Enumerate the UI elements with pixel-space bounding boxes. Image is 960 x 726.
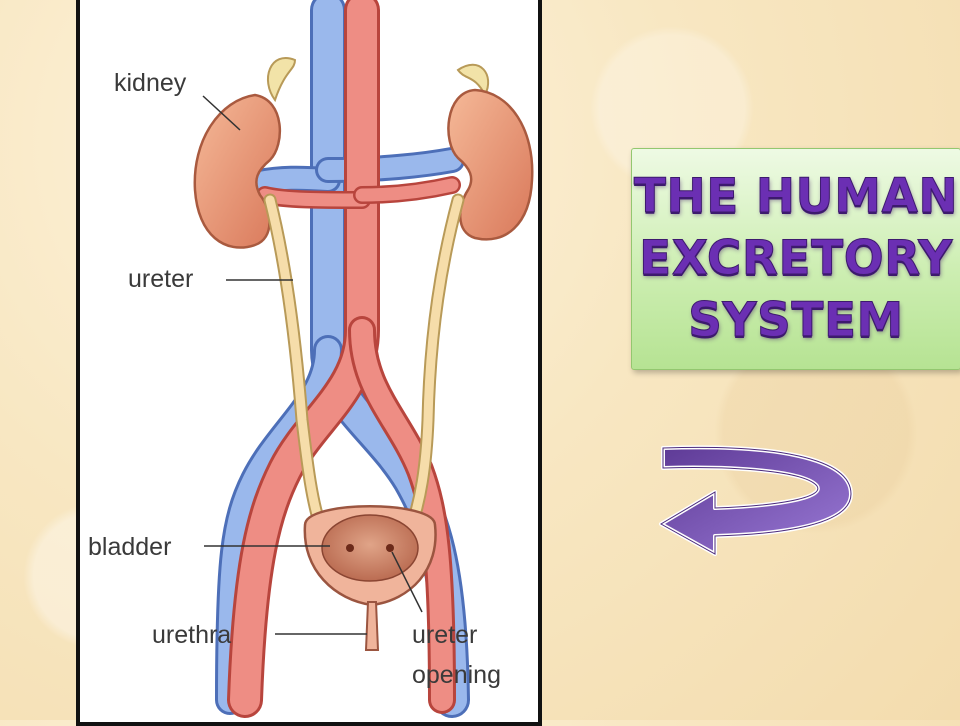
leader-lines xyxy=(202,95,423,635)
kidney-right xyxy=(447,63,534,241)
bladder xyxy=(303,505,437,651)
title-box: THE HUMAN EXCRETORY SYSTEM xyxy=(631,148,960,370)
kidney-left xyxy=(193,57,297,249)
label-ureter-opening-2: opening xyxy=(412,661,501,689)
label-kidney: kidney xyxy=(114,69,187,97)
curved-return-arrow-icon[interactable] xyxy=(655,436,855,566)
ureters xyxy=(263,193,465,532)
title-line-2: EXCRETORY xyxy=(639,231,953,287)
title-line-1: THE HUMAN xyxy=(633,169,959,225)
excretory-illustration xyxy=(193,0,534,718)
title-line-3: SYSTEM xyxy=(688,293,904,349)
label-bladder: bladder xyxy=(88,533,172,561)
label-ureter: ureter xyxy=(128,265,194,293)
label-ureter-opening-1: ureter xyxy=(412,621,478,649)
excretory-diagram: kidney ureter bladder urethra ureter ope… xyxy=(76,0,542,726)
label-urethra: urethra xyxy=(152,621,232,649)
